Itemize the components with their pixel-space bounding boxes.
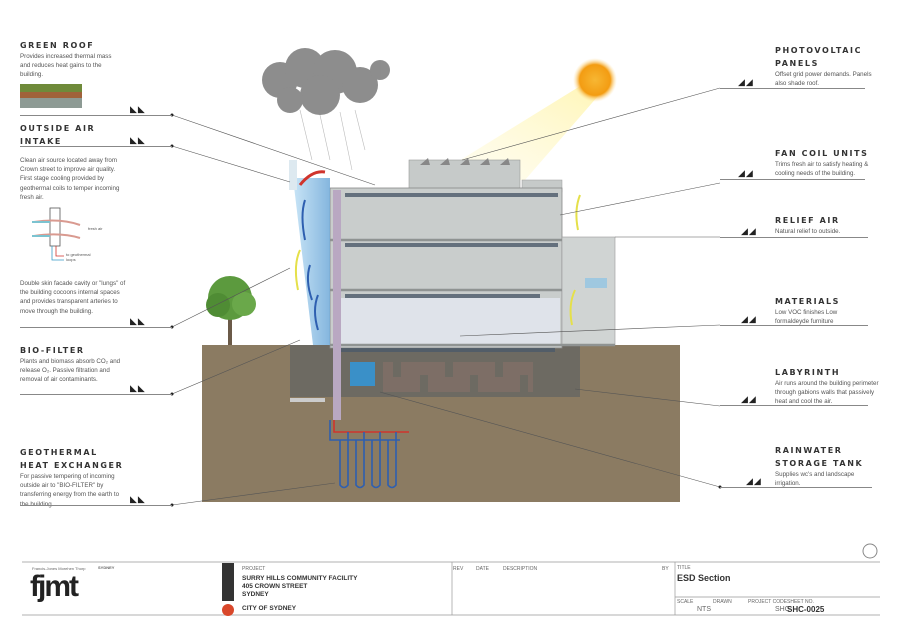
project-city: SYDNEY: [242, 591, 269, 598]
project-code-label: PROJECT CODE: [748, 599, 788, 605]
label-labyrinth: LABYRINTH Air runs around the building p…: [775, 366, 900, 407]
description: For passive tempering of incoming outsid…: [20, 473, 120, 508]
label-rainwater-storage-tank: RAINWATER STORAGE TANK Supplies wc's and…: [775, 444, 900, 488]
firm-tagline: Francis-Jones Morehen Thorp: [32, 566, 86, 571]
title-label: TITLE: [677, 565, 691, 571]
section-marker-icon: ◢◢: [746, 476, 762, 486]
sun-icon: [573, 58, 617, 102]
project-label: PROJECT: [242, 566, 266, 572]
rainwater-tank: [350, 362, 375, 386]
fjmt-logo: fjmt: [30, 570, 79, 603]
heading: GREEN ROOF: [20, 41, 95, 50]
heading: LABYRINTH: [775, 368, 841, 377]
heading: RELIEF AIR: [775, 216, 840, 225]
description-header: DESCRIPTION: [503, 566, 538, 572]
heading: FAN COIL UNITS: [775, 149, 869, 158]
leader-lines: [171, 87, 721, 506]
section-marker-icon: ◣◣: [130, 316, 146, 326]
section-marker-icon: ◢◢: [738, 168, 754, 178]
date-header: DATE: [476, 566, 489, 572]
client-name: CITY OF SYDNEY: [242, 605, 297, 612]
section-marker-icon: ◣◣: [130, 383, 146, 393]
scale-label: SCALE: [677, 599, 694, 605]
label-photovoltaic-panels: PHOTOVOLTAIC PANELS Offset grid power de…: [775, 44, 900, 88]
section-marker-icon: ◣◣: [130, 135, 146, 145]
heading: PHOTOVOLTAIC: [775, 46, 863, 55]
description: Low VOC finishes Low formaldeyde furnitu…: [775, 309, 838, 326]
project-address: 405 CROWN STREET: [242, 583, 308, 590]
description: Natural relief to outside.: [775, 228, 841, 235]
city-of-sydney-logo: [222, 563, 234, 601]
heading: STORAGE TANK: [775, 459, 864, 468]
description: Supplies wc's and landscape irrigation.: [775, 471, 855, 488]
geothermal-loop-label: to geothermal loops: [66, 252, 91, 262]
double-skin-facade: [293, 178, 330, 345]
drawing-title: ESD Section: [677, 573, 731, 583]
heading: MATERIALS: [775, 297, 841, 306]
scale-value: NTS: [697, 606, 711, 613]
heading: BIO-FILTER: [20, 346, 85, 355]
heading: RAINWATER: [775, 446, 843, 455]
label-fan-coil-units: FAN COIL UNITS Trims fresh air to satisf…: [775, 147, 900, 178]
right-wing: [561, 236, 616, 346]
by-header: BY: [662, 566, 669, 572]
rev-header: REV: [453, 566, 464, 572]
heading: OUTSIDE AIR: [20, 124, 96, 133]
section-marker-icon: ◢◢: [741, 314, 757, 324]
description: Offset grid power demands. Panels also s…: [775, 71, 872, 88]
description: Plants and biomass absorb CO₂ and releas…: [20, 358, 121, 384]
tree: [206, 276, 256, 345]
project-code: SHC: [775, 606, 790, 613]
label-materials: MATERIALS Low VOC finishes Low formaldey…: [775, 295, 900, 326]
section-marker-icon: ◣◣: [130, 494, 146, 504]
description: Air runs around the building perimeter t…: [775, 380, 879, 406]
heading: GEOTHERMAL: [20, 448, 98, 457]
sheet-label: SHEET NO.: [787, 599, 814, 605]
description: Provides increased thermal mass and redu…: [20, 53, 112, 79]
section-marker-icon: ◣◣: [130, 104, 146, 114]
drawn-label: DRAWN: [713, 599, 732, 605]
section-marker-icon: ◢◢: [741, 226, 757, 236]
description: Clean air source located away from Crown…: [20, 157, 120, 201]
labyrinth: [383, 362, 533, 392]
facade-description: Double skin facade cavity or "lungs" of …: [20, 280, 126, 315]
label-green-roof: GREEN ROOF Provides increased thermal ma…: [20, 39, 170, 80]
office-name: SYDNEY: [98, 565, 115, 570]
heading: INTAKE: [20, 137, 62, 146]
rain-cloud-icon: [262, 48, 390, 115]
label-relief-air: RELIEF AIR Natural relief to outside.: [775, 214, 900, 236]
heading: HEAT EXCHANGER: [20, 461, 124, 470]
rain: [299, 109, 366, 171]
heading: PANELS: [775, 59, 819, 68]
air-intake-diagram: [32, 207, 81, 261]
label-bio-filter: BIO-FILTER Plants and biomass absorb CO₂…: [20, 344, 170, 385]
section-marker-icon: ◢◢: [738, 77, 754, 87]
label-geothermal-heat-exchanger: GEOTHERMAL HEAT EXCHANGER For passive te…: [20, 446, 170, 509]
green-roof-swatch: [20, 84, 82, 92]
sheet-number: SHC-0025: [787, 605, 825, 614]
description: Trims fresh air to satisfy heating & coo…: [775, 161, 869, 178]
fresh-air-label: fresh air: [88, 226, 103, 231]
north-point-icon: [862, 543, 878, 559]
label-outside-air-intake: OUTSIDE AIR INTAKE Clean air source loca…: [20, 122, 170, 202]
geothermal-loops: [329, 420, 409, 489]
project-name: SURRY HILLS COMMUNITY FACILITY: [242, 575, 358, 582]
section-marker-icon: ◢◢: [741, 394, 757, 404]
